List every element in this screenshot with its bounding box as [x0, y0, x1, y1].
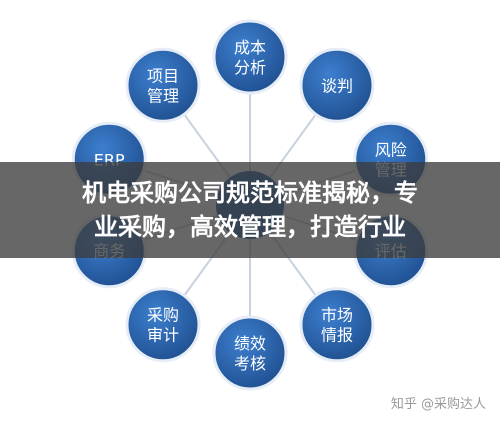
- node-circle-0: [212, 19, 288, 95]
- node-circle-9: [125, 47, 201, 123]
- node-9: 项目管理: [125, 47, 201, 123]
- node-circle-6: [125, 287, 201, 363]
- title-banner: 机电采购公司规范标准揭秘，专 业采购，高效管理，打造行业: [0, 162, 500, 258]
- watermark: 知乎 @采购达人: [390, 397, 486, 412]
- node-circle-4: [299, 287, 375, 363]
- banner-title: 机电采购公司规范标准揭秘，专 业采购，高效管理，打造行业: [15, 176, 485, 244]
- node-1: 谈判: [299, 47, 375, 123]
- node-label-9: 项目管理: [147, 66, 179, 105]
- node-0: 成本分析: [212, 19, 288, 95]
- node-label-6: 采购审计: [147, 306, 179, 345]
- node-label-4: 市场情报: [321, 306, 353, 345]
- node-label-5: 绩效考核: [234, 334, 266, 373]
- node-circle-5: [212, 315, 288, 391]
- banner-line-2: 业采购，高效管理，打造行业: [94, 213, 406, 241]
- banner-line-1: 机电采购公司规范标准揭秘，专: [82, 179, 418, 207]
- node-4: 市场情报: [299, 287, 375, 363]
- node-label-0: 成本分析: [234, 38, 266, 77]
- node-6: 采购审计: [125, 287, 201, 363]
- node-circle-1: [299, 47, 375, 123]
- node-label-1: 谈判: [321, 76, 353, 95]
- node-5: 绩效考核: [212, 315, 288, 391]
